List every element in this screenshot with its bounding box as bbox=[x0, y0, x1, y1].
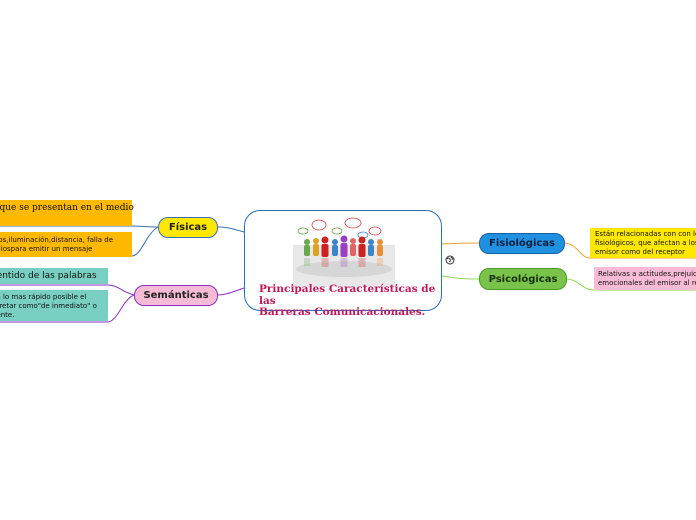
branch-fisiologicas[interactable]: Fisiológicas bbox=[479, 233, 565, 254]
leaf-line: Están relacionadas con con lo bbox=[595, 230, 696, 238]
globe-icon[interactable] bbox=[445, 255, 455, 265]
connector-psicologicas-leaf bbox=[566, 278, 595, 291]
branch-psicologicas[interactable]: Psicológicas bbox=[479, 268, 567, 290]
branch-fisicas[interactable]: Físicas bbox=[158, 217, 218, 238]
leaf-fisiologicas[interactable]: Están relacionadas con con lo fisiológic… bbox=[590, 228, 696, 258]
leaf-line: fisiológicos, que afectan a los bbox=[595, 239, 696, 247]
central-title-line-2: Barreras Comunicacionales. bbox=[259, 306, 426, 318]
leaf-semanticas-ejemplo[interactable]: en lo mas rápido posible el rpretar como… bbox=[0, 290, 108, 321]
connector-fisicas-leaf1 bbox=[131, 225, 159, 228]
connector-central-semanticas bbox=[217, 287, 245, 296]
leaf-line: emisor como del receptor bbox=[595, 248, 686, 256]
connector-semanticas-leaf2 bbox=[107, 294, 135, 323]
connector-semanticas-leaf1 bbox=[107, 284, 135, 296]
leaf-line: rpretar como"de inmediato" o bbox=[0, 302, 97, 310]
central-title-line-1: Principales Características de las bbox=[259, 283, 436, 307]
branch-semanticas[interactable]: Semánticas bbox=[134, 285, 218, 306]
connector-fisicas-leaf2 bbox=[131, 226, 159, 257]
leaf-line: sentido de las palabras bbox=[0, 271, 97, 281]
leaf-psicologicas[interactable]: Relativas a actitudes,prejuic emocionale… bbox=[594, 267, 696, 290]
leaf-line: idos,iluminación,distancia, falla de bbox=[0, 236, 114, 244]
connector-fisiologicas-leaf bbox=[564, 242, 591, 259]
leaf-line: gente. bbox=[0, 311, 15, 319]
connector-central-fisicas bbox=[217, 226, 245, 233]
central-topic-title: Principales Características de las Barre… bbox=[259, 283, 439, 319]
connector-central-psicologicas bbox=[441, 275, 480, 280]
leaf-line: ediospara emitir un mensaje bbox=[0, 245, 93, 253]
leaf-line: s que se presentan en el medio bbox=[0, 203, 134, 213]
central-topic[interactable]: Principales Características de las Barre… bbox=[244, 210, 442, 318]
people-with-speech-bubbles-icon bbox=[293, 217, 395, 287]
leaf-line: emocionales del emisor al re bbox=[598, 279, 696, 287]
leaf-line: en lo mas rápido posible el bbox=[0, 293, 87, 301]
leaf-line: Relativas a actitudes,prejuic bbox=[598, 270, 696, 278]
leaf-semanticas-sentido[interactable]: sentido de las palabras bbox=[0, 268, 108, 284]
leaf-fisicas-medio[interactable]: s que se presentan en el medio bbox=[0, 200, 134, 226]
leaf-fisicas-ruidos[interactable]: idos,iluminación,distancia, falla de edi… bbox=[0, 232, 132, 257]
connector-central-fisiologicas bbox=[441, 242, 480, 245]
